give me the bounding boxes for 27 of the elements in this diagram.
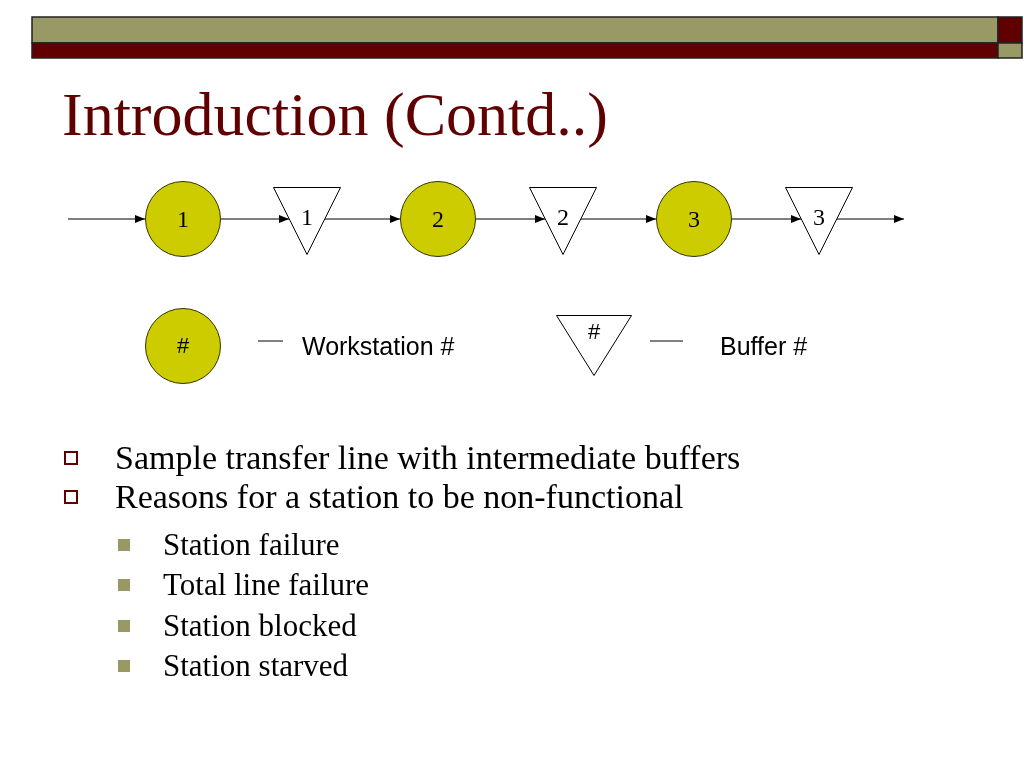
bullet-text: Station starved — [163, 648, 349, 684]
node-number: 2 — [432, 207, 444, 231]
bullet-text: Station failure — [163, 527, 340, 563]
arrow — [475, 215, 546, 223]
bullet-text: Total line failure — [163, 567, 370, 603]
node-number: # — [587, 321, 601, 343]
node-number: 3 — [688, 207, 700, 231]
arrow — [836, 215, 905, 223]
node-number: 1 — [177, 207, 189, 231]
buffer-triangle — [556, 315, 632, 376]
node-number: # — [176, 335, 190, 357]
arrow — [731, 215, 802, 223]
bullet-text: Station blocked — [163, 608, 357, 644]
bullet-text: Sample transfer line with intermediate buffers — [115, 438, 741, 478]
node-number: 2 — [557, 205, 569, 229]
arrow — [67, 215, 146, 223]
buffer-triangle — [529, 187, 597, 255]
node-caption: Workstation # — [302, 331, 455, 361]
arrow — [220, 215, 290, 223]
arrow — [580, 215, 657, 223]
node-caption: Buffer # — [720, 331, 808, 361]
buffer-triangle — [785, 187, 853, 255]
buffer-triangle — [273, 187, 341, 255]
node-number: 1 — [301, 205, 313, 229]
arrow — [324, 215, 401, 223]
bullet-text: Reasons for a station to be non-functional — [115, 477, 684, 517]
node-number: 3 — [813, 205, 825, 229]
